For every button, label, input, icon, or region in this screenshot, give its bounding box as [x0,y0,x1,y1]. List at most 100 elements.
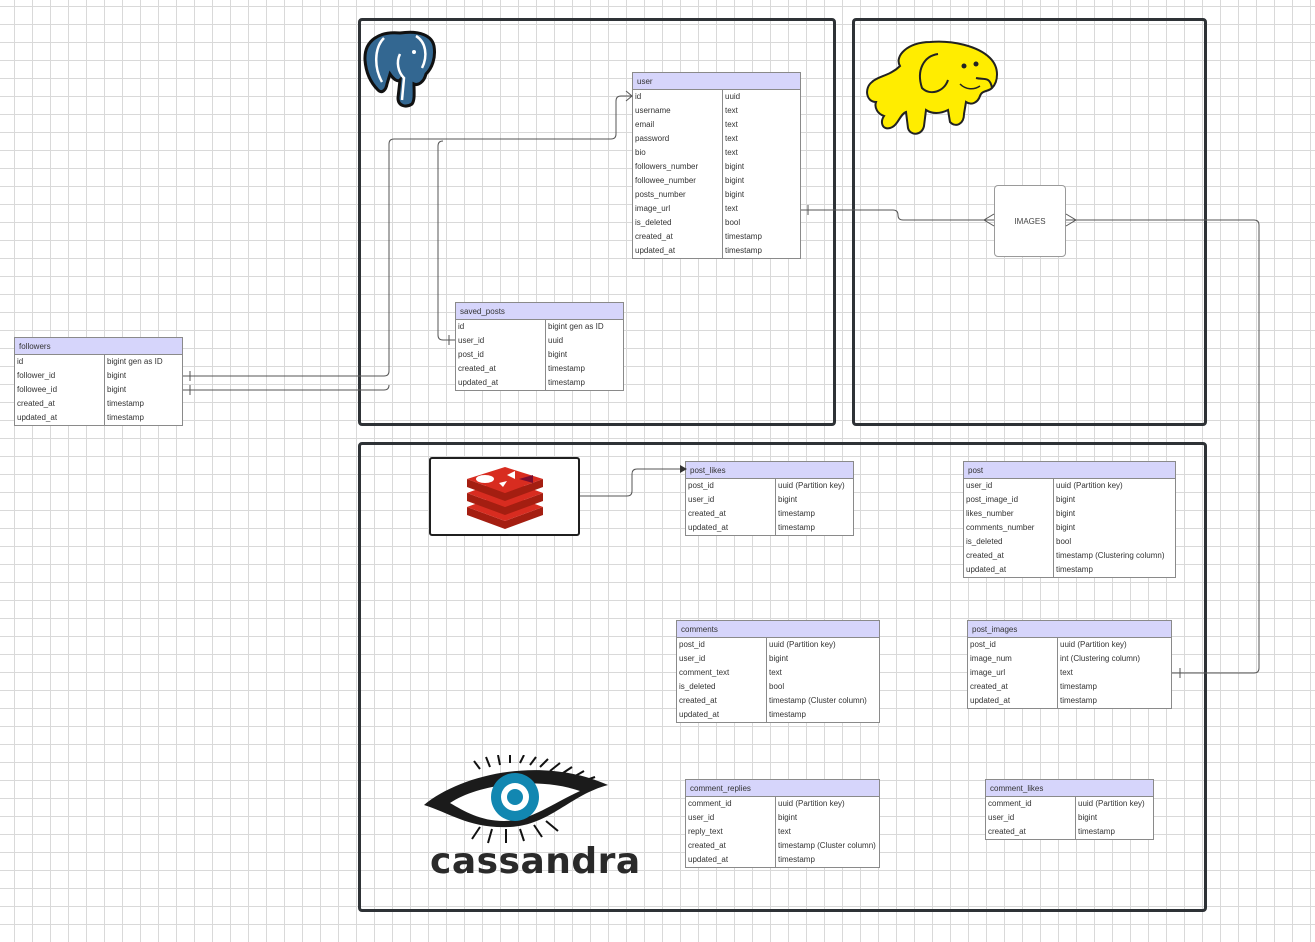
images-storage-box[interactable]: IMAGES [994,185,1066,257]
table-header: saved_posts [456,303,623,320]
column-type: timestamp [1056,565,1093,574]
redis-frame [429,457,580,536]
column-name: post_id [456,348,546,362]
column-type: timestamp [548,364,585,373]
column-name: created_at [456,362,546,376]
column-type: text [778,827,791,836]
images-label: IMAGES [1014,216,1046,226]
column-type: bigint [107,385,127,394]
column-name: comments_number [964,521,1054,535]
column-name: post_id [677,638,767,652]
column-type: bool [725,218,741,227]
column-type: bigint [548,350,568,359]
postgres-container [358,18,836,426]
column-name: follower_id [15,369,105,383]
column-name: followers_number [633,160,723,174]
column-name: reply_text [686,825,776,839]
column-name: bio [633,146,723,160]
connector-followee-user [183,384,390,391]
column-name: updated_at [677,708,767,722]
column-type: text [725,120,738,129]
redis-stack-icon [467,467,543,529]
column-name: user_id [686,811,776,825]
column-type: uuid (Partition key) [778,481,845,490]
table-header: followers [15,338,182,355]
column-name: updated_at [686,853,776,867]
column-name: image_url [968,666,1058,680]
column-name: created_at [686,507,776,521]
column-type: bigint [107,371,127,380]
column-name: updated_at [686,521,776,535]
column-name: created_at [968,680,1058,694]
column-name: updated_at [456,376,546,390]
column-name: updated_at [968,694,1058,708]
column-type: timestamp [725,246,762,255]
column-name: comment_text [677,666,767,680]
column-type: timestamp [778,523,815,532]
column-type: uuid (Partition key) [1060,640,1127,649]
column-type: bigint [1056,495,1076,504]
